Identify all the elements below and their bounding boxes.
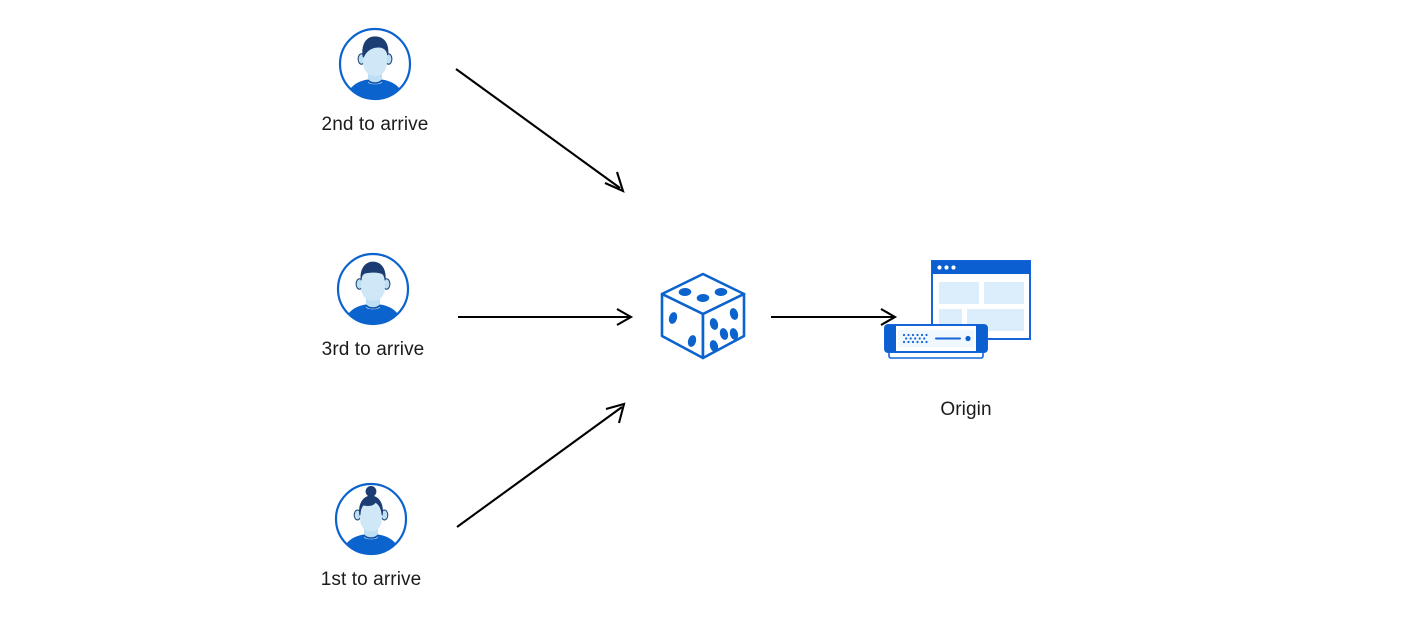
router-device-icon: [884, 324, 988, 359]
dice-pips-left: [668, 312, 697, 347]
dice-pips-right: [709, 308, 739, 352]
node-label-visitor-2nd: 2nd to arrive: [321, 114, 429, 135]
node-label-origin: Origin: [940, 399, 992, 420]
user-avatar-icon: [335, 251, 411, 327]
origin-server-icon: [876, 255, 1056, 385]
dice-pips-top: [678, 287, 728, 303]
arrow-3rd-to-dice: [458, 308, 634, 326]
node-visitor-1st[interactable]: 1st to arrive: [301, 481, 441, 592]
arrow-1st-to-dice: [456, 402, 626, 528]
node-randomizer[interactable]: [648, 262, 758, 377]
dice-icon: [648, 262, 758, 377]
node-origin[interactable]: Origin: [876, 255, 1056, 422]
user-avatar-female-icon: [333, 481, 409, 557]
arrow-2nd-to-dice: [455, 68, 625, 193]
node-label-visitor-1st: 1st to arrive: [320, 569, 422, 590]
node-visitor-2nd[interactable]: 2nd to arrive: [305, 26, 445, 137]
user-avatar-icon: [337, 26, 413, 102]
node-visitor-3rd[interactable]: 3rd to arrive: [303, 251, 443, 362]
node-label-visitor-3rd: 3rd to arrive: [321, 339, 425, 360]
